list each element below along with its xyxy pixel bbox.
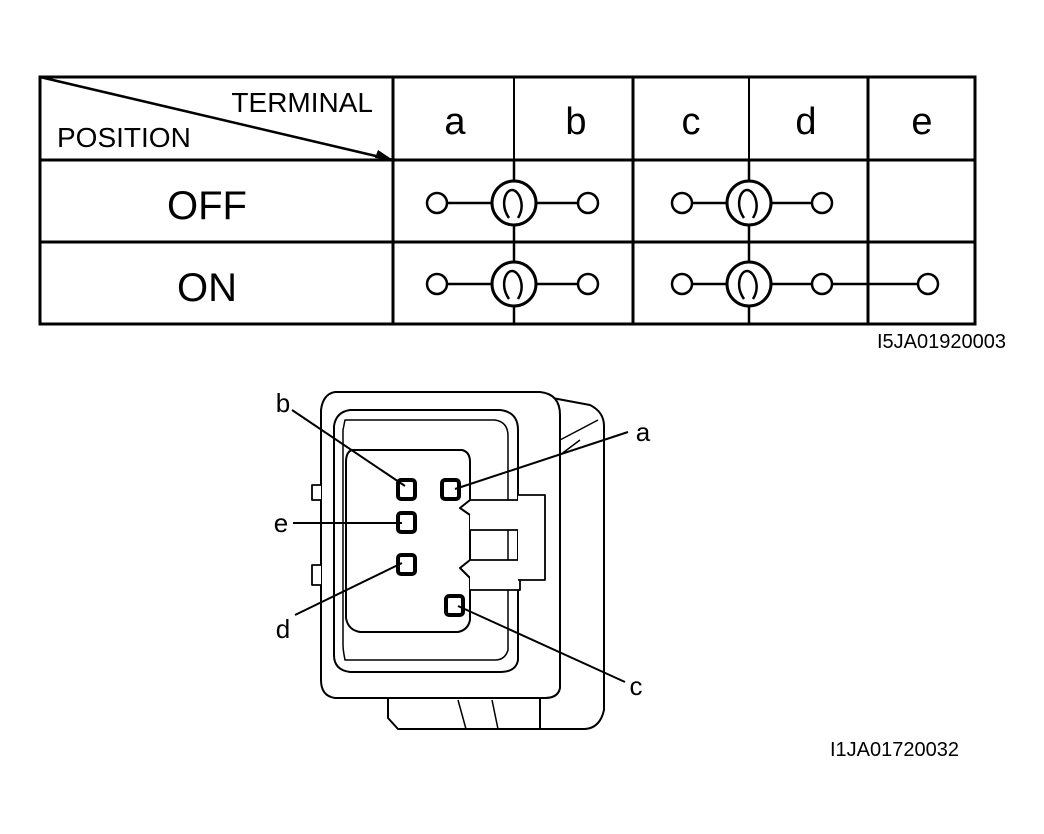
terminal-cavity [345,449,471,633]
terminal-node-on-e [916,272,940,296]
callout-label-d: d [276,614,290,644]
bulb-icon [725,179,773,227]
off-row-continuity [425,179,834,227]
on-row-continuity [425,260,940,308]
terminal-label-e: e [911,101,932,143]
leader-b [291,409,406,487]
continuity-table [38,75,977,326]
terminal-node-off-d [810,191,834,215]
callout-label-b: b [276,388,290,418]
terminal-label-a: a [444,101,466,143]
leader-d [294,562,403,616]
leader-c [457,605,626,683]
terminal-node-off-a [425,191,449,215]
header-diagonal-arrowhead [375,150,393,160]
pin-a [440,478,461,501]
terminal-node-on-d [810,272,834,296]
terminal-node-off-c [670,191,694,215]
bulb-icon [725,260,773,308]
connector-figure-code: I1JA01720032 [830,739,959,761]
connector-housing [311,391,605,730]
position-label-off: OFF [167,184,247,228]
position-header: POSITION [57,122,191,153]
callout-leaders [291,409,629,683]
terminal-label-d: d [795,101,816,143]
terminal-node-on-c [670,272,694,296]
pin-c [444,594,465,617]
position-label-on: ON [177,266,237,310]
terminal-header: TERMINAL [231,87,373,118]
terminal-node-on-b [576,272,600,296]
callout-label-e: e [274,508,288,538]
callout-label-c: c [630,671,643,701]
leader-a [454,431,629,490]
terminal-node-on-a [425,272,449,296]
bulb-icon [490,260,538,308]
callout-label-a: a [636,417,651,447]
terminal-label-b: b [565,101,586,143]
table-figure-code: I5JA01920003 [877,331,1006,353]
header-diagonal [39,75,394,162]
bulb-icon [490,179,538,227]
table-border [38,75,977,326]
terminal-node-off-b [576,191,600,215]
terminal-label-c: c [682,101,701,143]
